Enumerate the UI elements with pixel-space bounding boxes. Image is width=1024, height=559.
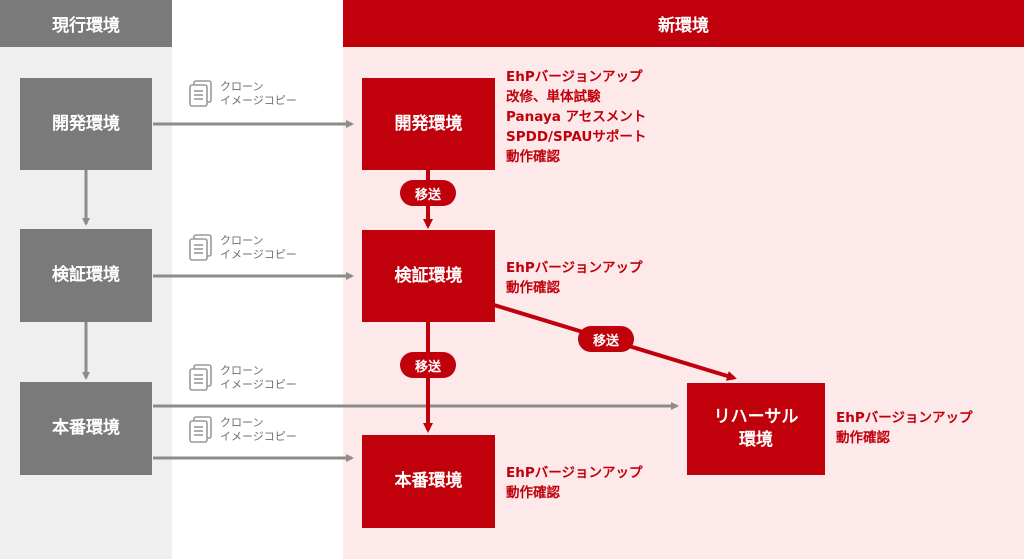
clone-label-prod: クローンイメージコピー	[188, 416, 297, 444]
transfer-badge-verify-prod: 移送	[400, 352, 456, 378]
clone-line2: イメージコピー	[220, 248, 297, 261]
note-line: EhPバージョンアップ	[836, 410, 973, 426]
rehearsal-env-box: リハーサル 環境	[687, 383, 825, 475]
note-line: 動作確認	[506, 280, 560, 296]
current-verify-env-box: 検証環境	[20, 229, 152, 322]
new-verify-env-box: 検証環境	[362, 230, 495, 322]
note-line: 改修、単体試験	[506, 89, 601, 105]
new-dev-env-box: 開発環境	[362, 78, 495, 170]
clone-line1: クローン	[220, 416, 264, 429]
clone-label-dev: クローンイメージコピー	[188, 80, 297, 108]
rehearsal-env-label-line2: 環境	[739, 430, 773, 450]
transfer-badge-dev-verify: 移送	[400, 180, 456, 206]
current-prod-env-box: 本番環境	[20, 382, 152, 475]
document-copy-icon	[189, 80, 212, 107]
new-env-header: 新環境	[343, 0, 1024, 47]
notes-verify: EhPバージョンアップ 動作確認	[506, 258, 642, 298]
note-line: 動作確認	[836, 430, 890, 446]
note-line: EhPバージョンアップ	[506, 69, 643, 85]
note-line: 動作確認	[506, 149, 560, 165]
current-verify-env-label: 検証環境	[52, 265, 120, 286]
current-dev-env-label: 開発環境	[52, 113, 120, 134]
new-dev-env-label: 開発環境	[394, 113, 463, 134]
clone-label-rehearsal: クローンイメージコピー	[188, 364, 297, 392]
note-line: EhPバージョンアップ	[506, 260, 643, 276]
notes-rehearsal: EhPバージョンアップ 動作確認	[836, 408, 972, 448]
note-line: EhPバージョンアップ	[506, 465, 643, 481]
notes-prod: EhPバージョンアップ 動作確認	[506, 463, 642, 503]
clone-line1: クローン	[220, 80, 264, 93]
transfer-badge-verify-rehearsal: 移送	[578, 326, 634, 352]
clone-line1: クローン	[220, 234, 264, 247]
new-prod-env-label: 本番環境	[394, 471, 463, 492]
clone-line2: イメージコピー	[220, 94, 297, 107]
note-line: 動作確認	[506, 485, 560, 501]
document-copy-icon	[189, 416, 212, 443]
clone-line2: イメージコピー	[220, 378, 297, 391]
new-verify-env-label: 検証環境	[394, 265, 463, 286]
new-prod-env-box: 本番環境	[362, 435, 495, 528]
note-line: Panaya アセスメント	[506, 109, 647, 125]
current-dev-env-box: 開発環境	[20, 78, 152, 170]
document-copy-icon	[189, 364, 212, 391]
clone-line2: イメージコピー	[220, 430, 297, 443]
rehearsal-env-label-line1: リハーサル	[713, 407, 799, 428]
current-prod-env-label: 本番環境	[52, 418, 120, 439]
clone-line1: クローン	[220, 364, 264, 377]
document-copy-icon	[189, 234, 212, 261]
notes-dev: EhPバージョンアップ 改修、単体試験 Panaya アセスメント SPDD/S…	[506, 67, 646, 167]
note-line: SPDD/SPAUサポート	[506, 129, 647, 145]
current-env-header: 現行環境	[0, 0, 172, 47]
clone-label-verify: クローンイメージコピー	[188, 234, 297, 262]
